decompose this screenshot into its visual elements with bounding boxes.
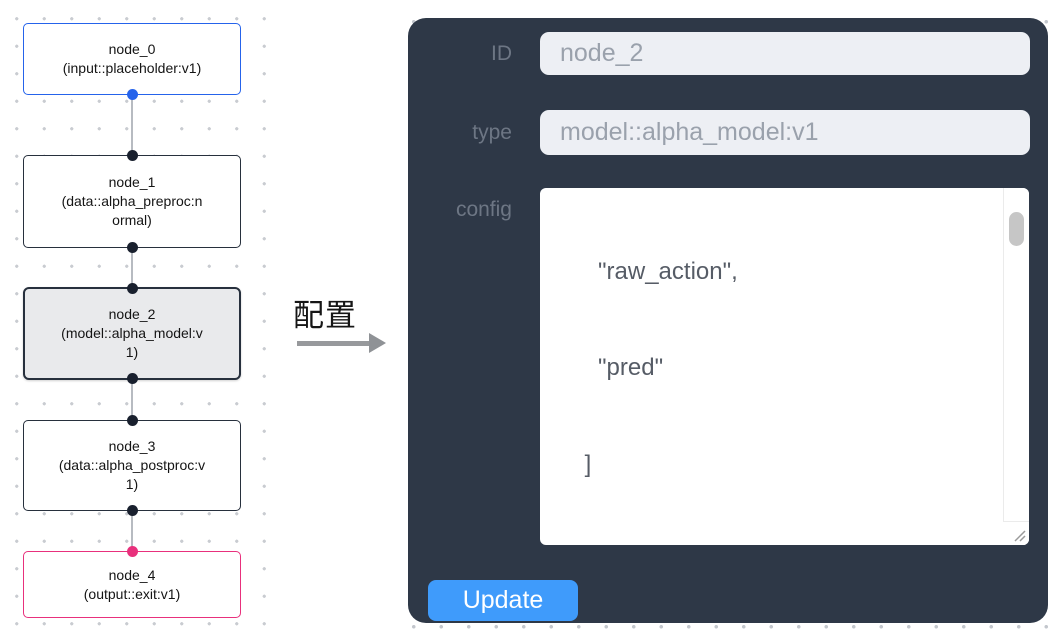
- node-subtitle: (model::alpha_model:v1): [61, 325, 203, 360]
- node-node_2[interactable]: node_2 (model::alpha_model:v1): [23, 283, 241, 384]
- output-port-icon[interactable]: [126, 373, 138, 384]
- edge-node0-node1: [131, 95, 133, 155]
- node-subtitle: (input::placeholder:v1): [62, 60, 202, 76]
- edge-node2-node3: [131, 380, 133, 420]
- resize-grip-icon[interactable]: [1011, 527, 1027, 543]
- input-port-icon[interactable]: [126, 283, 138, 294]
- configure-annotation-label: 配置: [293, 298, 357, 333]
- type-field-label: type: [472, 121, 512, 144]
- node-node_3[interactable]: node_3 (data::alpha_postproc:v1): [23, 415, 241, 516]
- node-config-panel: ID type config "raw_action", "pred" ] },…: [408, 18, 1048, 623]
- edge-node3-node4: [131, 511, 133, 551]
- input-port-icon[interactable]: [126, 546, 138, 557]
- output-port-icon[interactable]: [126, 89, 138, 100]
- input-port-icon[interactable]: [126, 150, 138, 161]
- node-title: node_2: [108, 306, 156, 322]
- node-subtitle: (data::alpha_postproc:v1): [58, 457, 206, 492]
- textarea-corner: [1003, 521, 1029, 545]
- node-node_4[interactable]: node_4 (output::exit:v1): [23, 546, 241, 618]
- node-node_0[interactable]: node_0 (input::placeholder:v1): [23, 23, 241, 100]
- config-line: "pred": [558, 354, 664, 382]
- scrollbar-track[interactable]: [1003, 188, 1029, 545]
- node-subtitle: (data::alpha_preproc:normal): [61, 193, 203, 228]
- output-port-icon[interactable]: [126, 242, 138, 253]
- node-title: node_1: [108, 174, 156, 190]
- node-title: node_0: [108, 41, 156, 57]
- type-input[interactable]: [540, 110, 1030, 155]
- id-input[interactable]: [540, 32, 1030, 75]
- output-port-icon[interactable]: [126, 505, 138, 516]
- config-field-label: config: [455, 198, 512, 221]
- scrollbar-thumb[interactable]: [1009, 212, 1024, 246]
- config-line: ]: [558, 451, 592, 479]
- edge-node1-node2: [131, 248, 133, 287]
- node-title: node_3: [108, 438, 156, 454]
- input-port-icon[interactable]: [126, 415, 138, 426]
- node-subtitle: (output::exit:v1): [83, 585, 181, 602]
- node-title: node_4: [108, 566, 156, 583]
- config-line: "raw_action",: [558, 257, 738, 285]
- update-button[interactable]: Update: [428, 580, 578, 621]
- arrow-right-icon: [297, 341, 370, 346]
- node-node_1[interactable]: node_1 (data::alpha_preproc:normal): [23, 150, 241, 253]
- id-field-label: ID: [491, 42, 512, 65]
- config-json-textarea[interactable]: "raw_action", "pred" ] }, "trace": { "sc…: [540, 188, 1029, 545]
- arrow-right-head-icon: [369, 333, 386, 353]
- config-json-text: "raw_action", "pred" ] }, "trace": { "sc…: [558, 191, 995, 545]
